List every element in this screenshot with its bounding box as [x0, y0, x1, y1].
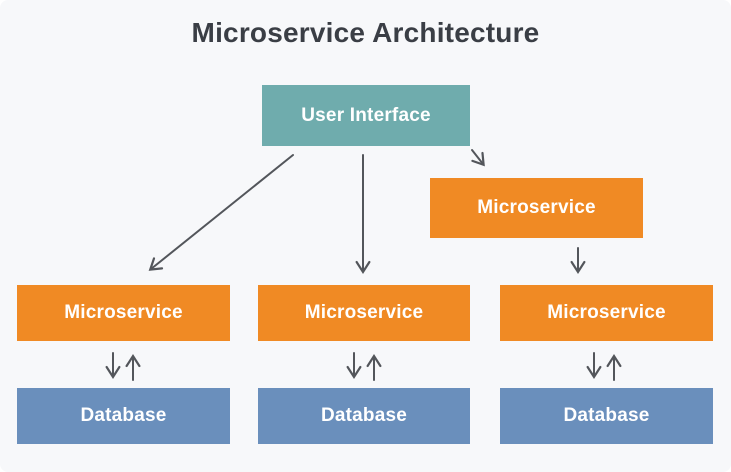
arrow-ui-to-microservice-1	[148, 154, 294, 271]
node-microservice-2: Microservice	[258, 285, 470, 341]
node-database-3: Database	[500, 388, 713, 444]
node-database-2: Database	[258, 388, 470, 444]
node-microservice-3: Microservice	[500, 285, 713, 341]
node-microservice-1: Microservice	[17, 285, 230, 341]
node-microservice-top: Microservice	[430, 178, 643, 238]
arrow-ui-to-microservice-top	[471, 149, 485, 167]
node-user-interface: User Interface	[262, 85, 470, 146]
node-database-1: Database	[17, 388, 230, 444]
diagram-title: Microservice Architecture	[191, 17, 540, 48]
